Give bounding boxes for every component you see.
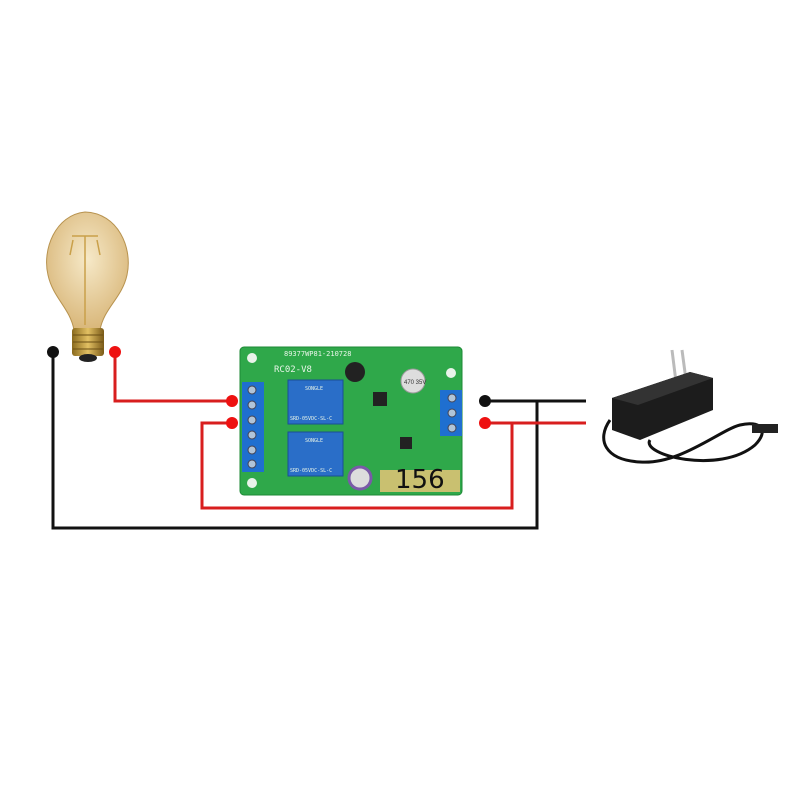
chip [373, 392, 387, 406]
terminal-block-left [242, 382, 264, 472]
relay-1: SONGLE SRD-05VDC-SL-C [287, 379, 344, 425]
bulb-filament [69, 235, 101, 325]
inductor [345, 362, 365, 382]
wires [51, 352, 586, 530]
red-wire-bulb-to-relay [113, 352, 232, 403]
relay-brand: SONGLE [305, 386, 323, 392]
chip [400, 437, 412, 449]
handwritten-mark: 156 [395, 465, 445, 495]
relay-brand: SONGLE [305, 438, 323, 444]
adapter-cable [602, 419, 764, 464]
relay-model: SRD-05VDC-SL-C [290, 416, 332, 422]
wire-dots [47, 346, 491, 429]
capacitor-purple [347, 465, 373, 491]
red-dot-relay-2 [226, 417, 238, 429]
label-area [380, 470, 460, 492]
capacitor-label: 470 35V [404, 380, 426, 386]
relay-2: SONGLE SRD-05VDC-SL-C [287, 431, 344, 477]
bulb-glass [46, 211, 129, 331]
model-label: RC02-V8 [274, 365, 312, 375]
adapter-body [612, 372, 713, 440]
dc-plug [752, 424, 778, 433]
power-adapter [602, 349, 778, 464]
black-dot-bulb [47, 346, 59, 358]
red-dot-bulb [109, 346, 121, 358]
red-dot-relay-1 [226, 395, 238, 407]
black-wire-bulb-to-adapter [51, 352, 539, 530]
serial-label: 89377WP81-210728 [284, 350, 351, 358]
red-wire-relay-to-adapter [200, 421, 514, 510]
light-bulb [46, 211, 129, 362]
capacitor-470: 470 35V [400, 368, 426, 394]
red-dot-power [479, 417, 491, 429]
black-dot-power [479, 395, 491, 407]
relay-model: SRD-05VDC-SL-C [290, 468, 332, 474]
relay-board: 89377WP81-210728 RC02-V8 SONGLE SRD-05VD… [239, 346, 463, 496]
